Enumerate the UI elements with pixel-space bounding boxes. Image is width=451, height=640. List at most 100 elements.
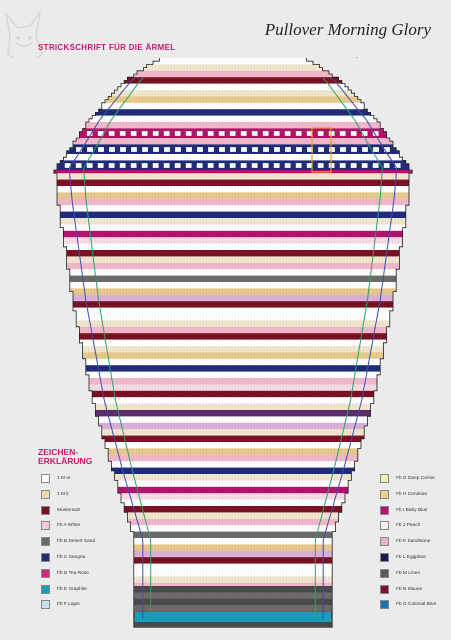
chart-row [133, 621, 333, 625]
motif-square [361, 130, 368, 137]
chart-row [133, 544, 333, 548]
chart-row [133, 605, 333, 609]
motif-square [141, 162, 148, 169]
motif-square [361, 146, 369, 153]
chart-row [85, 362, 381, 366]
chart-row [105, 99, 361, 103]
chart-row [57, 179, 409, 183]
motif-square [86, 162, 93, 169]
chart-row [66, 154, 400, 158]
chart-row [60, 214, 406, 219]
legend-swatch-icon [380, 553, 389, 562]
chart-row [95, 112, 371, 116]
motif-square [306, 162, 313, 169]
motif-square [174, 162, 181, 169]
motif-square [207, 130, 214, 137]
legend-swatch-icon [41, 537, 50, 547]
chart-row [82, 352, 384, 356]
chart-row [92, 397, 374, 401]
chart-row [117, 486, 349, 491]
chart-row [69, 282, 397, 286]
chart-row [89, 118, 377, 123]
chart-row [127, 77, 339, 81]
chart-row [108, 96, 358, 100]
chart-row [79, 330, 387, 334]
chart-row [85, 371, 381, 375]
legend-swatch-icon [380, 521, 389, 531]
legend-heading-line1: ZEICHEN- [38, 447, 79, 457]
chart-row [114, 470, 352, 475]
chart-row [73, 298, 393, 302]
chart-row [98, 422, 368, 427]
chart-row [79, 134, 387, 139]
motif-square [163, 146, 171, 153]
legend-swatch-icon [41, 489, 50, 499]
legend-label: Fb L Eggplant [396, 555, 426, 560]
chart-row [85, 125, 381, 129]
chart-row [133, 586, 333, 590]
chart-row [57, 192, 409, 196]
motif-square [75, 162, 82, 169]
legend-label: Fb H Cerulean [396, 491, 428, 497]
chart-row [85, 122, 381, 126]
motif-square [273, 146, 281, 153]
legend-label: Fb N Mauve [396, 586, 423, 592]
page-title: Pullover Morning Glory [264, 20, 431, 39]
rib-band [135, 612, 331, 622]
chart-row [57, 189, 409, 193]
size-line-s [314, 77, 383, 619]
chart-row [57, 166, 409, 171]
legend-swatch-icon [380, 568, 389, 578]
motif-square [229, 146, 237, 153]
motif-square [251, 146, 259, 153]
chart-row [124, 506, 342, 510]
chart-row [105, 445, 361, 449]
chart-row [98, 419, 368, 423]
chart-row [95, 410, 371, 414]
chart-row [124, 502, 342, 507]
chart-row [108, 454, 358, 459]
chart-row [127, 515, 339, 519]
chart-row [63, 240, 403, 244]
chart-row [133, 560, 333, 564]
chart-row [57, 176, 409, 180]
chart-row [95, 406, 371, 411]
legend-heading: ZEICHEN- ERKLÄRUNG [38, 448, 92, 466]
motif-square [328, 162, 335, 169]
chart-row [76, 138, 390, 142]
legend-swatch-icon [380, 489, 389, 499]
chart-row [79, 336, 387, 340]
motif-square [119, 162, 126, 169]
chart-row [98, 416, 368, 420]
chart-row [82, 349, 384, 353]
legend-swatch-icon [41, 553, 50, 562]
chart-row [121, 83, 345, 87]
legend-right-item: Fb M Linen [380, 568, 420, 578]
motif-square [273, 130, 280, 137]
chart-row [133, 547, 333, 551]
motif-square [229, 130, 236, 137]
chart-row [79, 333, 387, 337]
legend-label: 1 M re [57, 476, 71, 481]
legend-label: Fb C Sangria [57, 555, 86, 560]
legend-label: Fb A White [57, 523, 81, 529]
chart-row [60, 208, 406, 212]
motif-square [295, 130, 302, 137]
size-line-s [83, 77, 152, 619]
chart-row [101, 426, 365, 430]
chart-row [124, 80, 342, 84]
motif-square [108, 146, 116, 153]
motif-square [339, 130, 346, 137]
motif-square [295, 162, 302, 169]
legend-label: Fb F Lapis [57, 602, 80, 608]
legend-swatch-icon [380, 505, 389, 515]
chart-row [57, 173, 409, 177]
legend-label: Fb B Desert Sand [57, 539, 96, 545]
motif-square [251, 130, 258, 137]
chart-row [60, 160, 406, 164]
legend-label: Fb G Deep Cerise [396, 476, 435, 481]
chart-row [66, 266, 400, 270]
chart-row [133, 557, 333, 561]
motif-square [339, 162, 346, 169]
chart-row [57, 195, 409, 199]
